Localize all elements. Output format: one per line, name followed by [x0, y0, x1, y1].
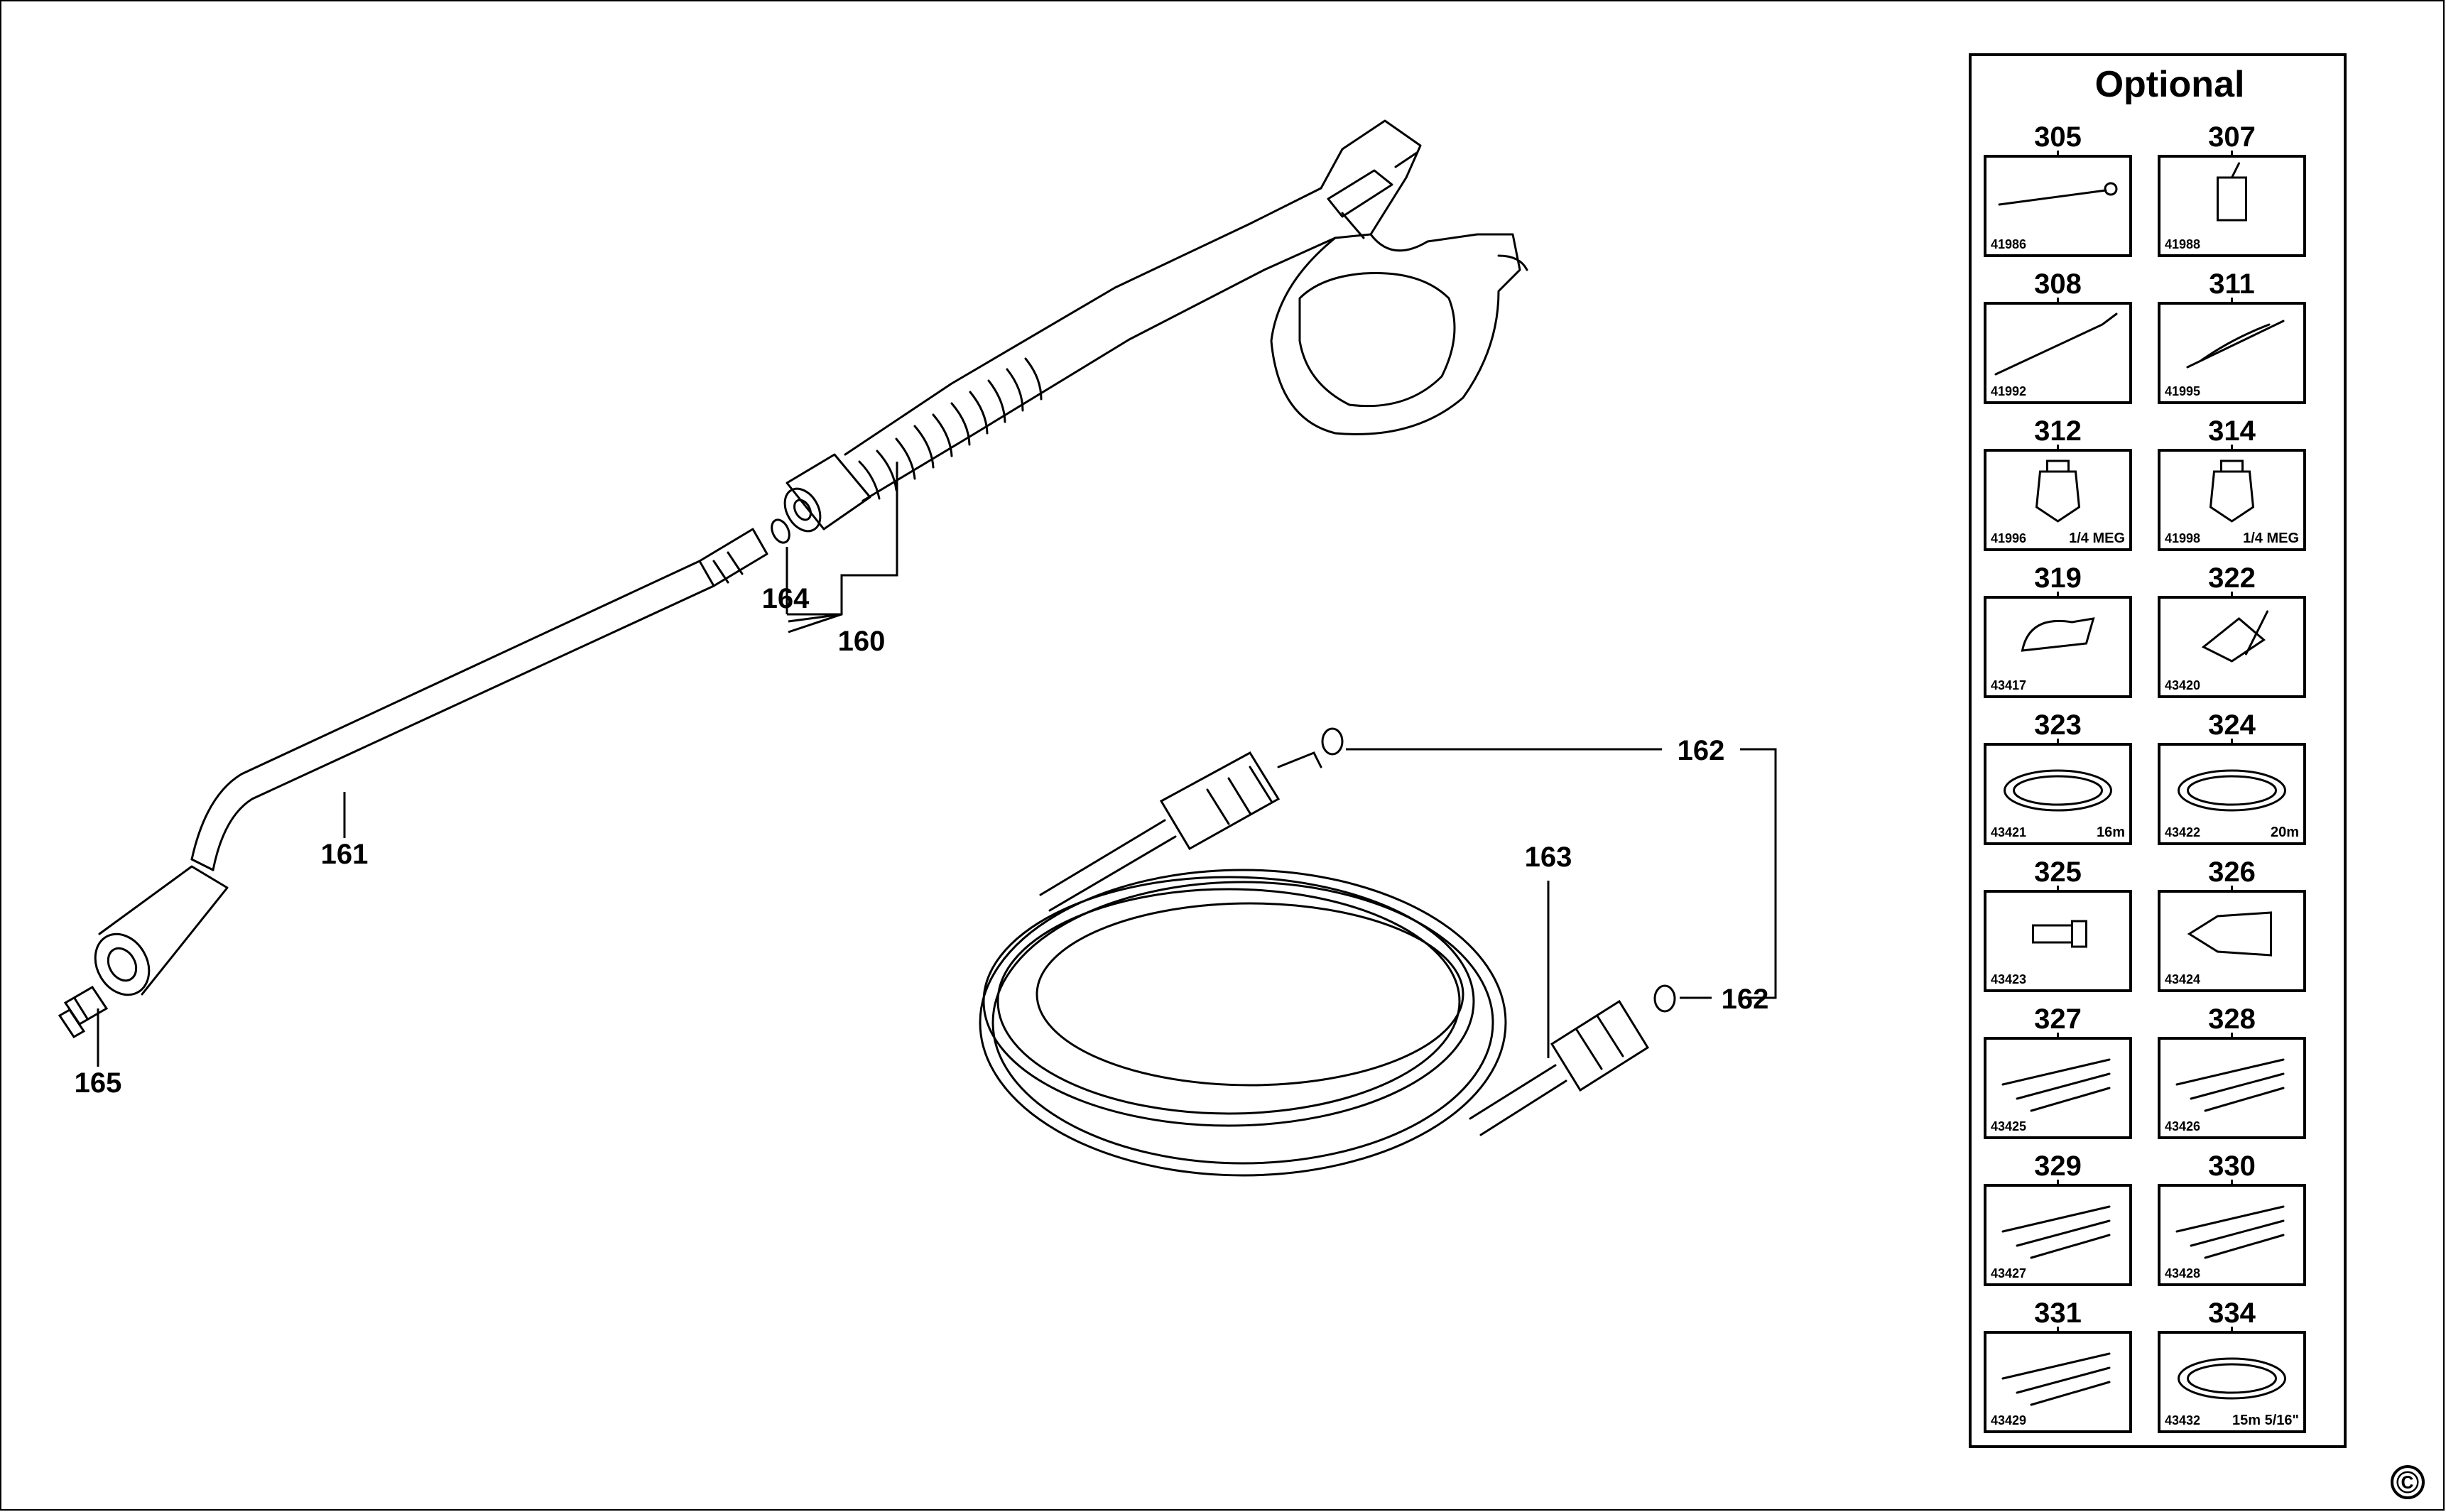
- optional-item-305[interactable]: 305 41986: [1984, 121, 2132, 257]
- optional-item-box: [1984, 890, 2132, 992]
- leader-lines: [97, 462, 1777, 1067]
- optional-item-note: 15m 5/16": [2232, 1413, 2299, 1428]
- optional-item-331[interactable]: 331 43429: [1984, 1298, 2132, 1433]
- optional-item-box: [1984, 743, 2132, 845]
- optional-item-number: 327: [2034, 1004, 2082, 1035]
- optional-item-box: [1984, 449, 2132, 551]
- o-ring-162-upper[interactable]: [1321, 727, 1344, 756]
- nozzle-tip-165[interactable]: [58, 985, 109, 1038]
- callout-164: 164: [762, 583, 810, 614]
- optional-item-number: 331: [2034, 1298, 2082, 1329]
- hose-part[interactable]: [979, 751, 1650, 1177]
- optional-panel: Optional 305 41986 307 41988 308 41992 311 4199…: [1969, 53, 2347, 1448]
- optional-item-box: [2158, 1037, 2306, 1139]
- optional-item-number: 307: [2208, 121, 2256, 153]
- optional-item-box: [2158, 155, 2306, 257]
- optional-item-number: 324: [2208, 709, 2256, 741]
- optional-item-322[interactable]: 322 43420: [2158, 562, 2306, 698]
- optional-item-number: 322: [2208, 562, 2256, 594]
- optional-item-number: 311: [2209, 268, 2255, 300]
- optional-item-code: 43424: [2165, 972, 2200, 986]
- lance-part[interactable]: [85, 528, 768, 1004]
- optional-item-334[interactable]: 334 43432 15m 5/16": [2158, 1298, 2306, 1433]
- optional-item-box: [1984, 1184, 2132, 1286]
- optional-item-note: 1/4 MEG: [2243, 531, 2299, 546]
- optional-item-code: 43426: [2165, 1119, 2200, 1133]
- o-ring-164[interactable]: [768, 517, 793, 545]
- optional-item-code: 41988: [2165, 237, 2200, 251]
- optional-item-308[interactable]: 308 41992: [1984, 268, 2132, 404]
- optional-item-329[interactable]: 329 43427: [1984, 1151, 2132, 1286]
- optional-item-314[interactable]: 314 41998 1/4 MEG: [2158, 415, 2306, 551]
- optional-item-number: 312: [2034, 415, 2082, 447]
- optional-title: Optional: [2095, 64, 2245, 105]
- optional-item-number: 329: [2034, 1151, 2082, 1182]
- optional-item-code: 43423: [1991, 972, 2026, 986]
- optional-item-number: 330: [2208, 1151, 2256, 1182]
- copyright-symbol: ©: [2396, 1465, 2419, 1500]
- optional-item-note: 1/4 MEG: [2069, 531, 2125, 546]
- optional-item-code: 41996: [1991, 531, 2026, 545]
- optional-item-324[interactable]: 324 43422 20m: [2158, 709, 2306, 845]
- optional-item-code: 43429: [1991, 1413, 2026, 1427]
- optional-item-box: [1984, 1331, 2132, 1433]
- optional-item-code: 43422: [2165, 825, 2200, 839]
- optional-item-box: [2158, 596, 2306, 698]
- optional-item-code: 41992: [1991, 384, 2026, 398]
- optional-item-box: [2158, 449, 2306, 551]
- optional-item-code: 43421: [1991, 825, 2026, 839]
- optional-item-number: 314: [2208, 415, 2256, 447]
- callout-165: 165: [75, 1067, 122, 1099]
- callout-161: 161: [321, 839, 369, 870]
- optional-item-box: [2158, 743, 2306, 845]
- optional-item-number: 319: [2034, 562, 2082, 594]
- optional-item-box: [1984, 1037, 2132, 1139]
- optional-item-box: [1984, 596, 2132, 698]
- optional-item-number: 323: [2034, 709, 2082, 741]
- optional-item-box: [1984, 155, 2132, 257]
- optional-item-code: 41986: [1991, 237, 2026, 251]
- optional-item-330[interactable]: 330 43428: [2158, 1151, 2306, 1286]
- optional-item-323[interactable]: 323 43421 16m: [1984, 709, 2132, 845]
- callout-162-upper: 162: [1678, 735, 1725, 766]
- optional-item-code: 43417: [1991, 678, 2026, 692]
- optional-item-327[interactable]: 327 43425: [1984, 1004, 2132, 1139]
- optional-item-code: 43420: [2165, 678, 2200, 692]
- spray-gun-part[interactable]: [778, 119, 1528, 538]
- optional-item-note: 20m: [2271, 825, 2299, 840]
- callout-163: 163: [1525, 842, 1572, 873]
- optional-item-code: 41995: [2165, 384, 2200, 398]
- optional-item-number: 305: [2034, 121, 2082, 153]
- optional-item-box: [2158, 1184, 2306, 1286]
- optional-item-307[interactable]: 307 41988: [2158, 121, 2306, 257]
- optional-item-number: 326: [2208, 856, 2256, 888]
- optional-item-code: 43427: [1991, 1266, 2026, 1280]
- optional-item-box: [2158, 1331, 2306, 1433]
- optional-item-312[interactable]: 312 41996 1/4 MEG: [1984, 415, 2132, 551]
- callout-162-lower: 162: [1722, 984, 1769, 1015]
- optional-item-code: 43425: [1991, 1119, 2026, 1133]
- optional-item-number: 328: [2208, 1004, 2256, 1035]
- copyright-mark: ©: [2391, 1465, 2425, 1500]
- optional-item-311[interactable]: 311 41995: [2158, 268, 2306, 404]
- optional-item-328[interactable]: 328 43426: [2158, 1004, 2306, 1139]
- optional-item-code: 43428: [2165, 1266, 2200, 1280]
- o-ring-162-lower[interactable]: [1653, 984, 1676, 1013]
- optional-item-box: [2158, 890, 2306, 992]
- optional-item-325[interactable]: 325 43423: [1984, 856, 2132, 992]
- optional-item-326[interactable]: 326 43424: [2158, 856, 2306, 992]
- optional-item-code: 41998: [2165, 531, 2200, 545]
- optional-item-note: 16m: [2097, 825, 2125, 840]
- optional-item-number: 334: [2208, 1298, 2256, 1329]
- callout-160: 160: [838, 626, 886, 657]
- optional-item-code: 43432: [2165, 1413, 2200, 1427]
- optional-item-319[interactable]: 319 43417: [1984, 562, 2132, 698]
- optional-item-box: [2158, 302, 2306, 404]
- optional-item-number: 308: [2034, 268, 2082, 300]
- optional-item-box: [1984, 302, 2132, 404]
- optional-item-number: 325: [2034, 856, 2082, 888]
